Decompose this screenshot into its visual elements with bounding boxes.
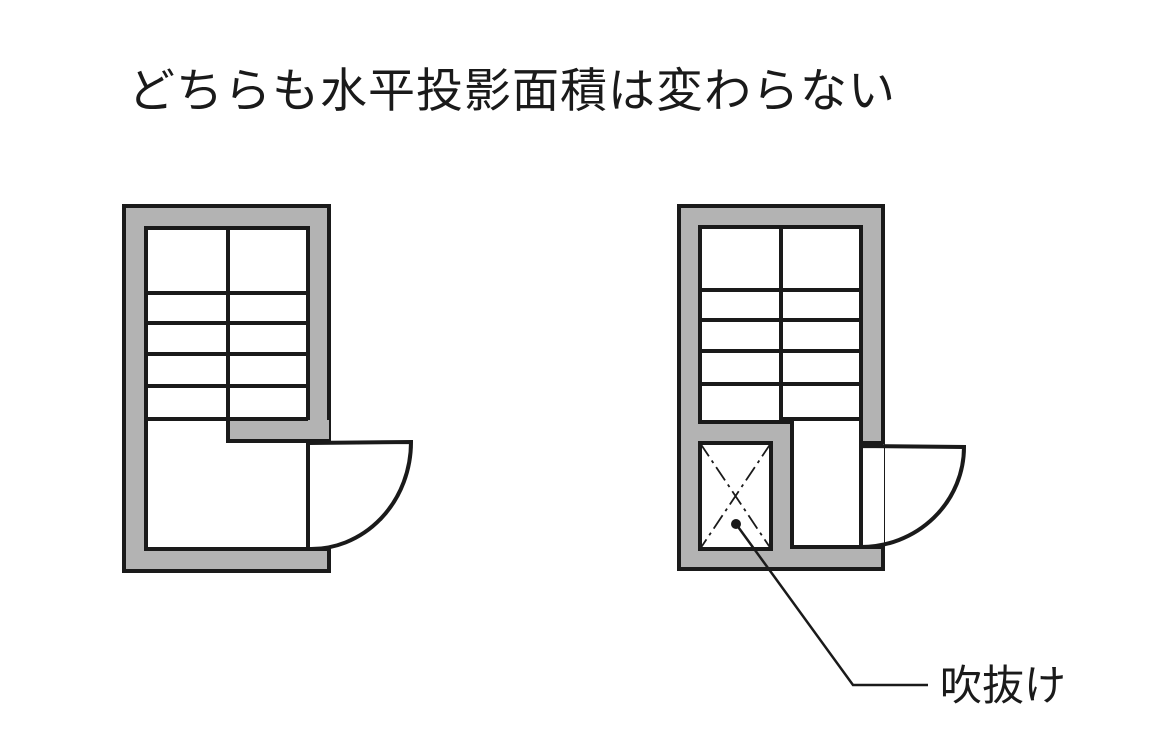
plan-right-void-cross — [699, 442, 772, 550]
void-label: 吹抜け — [940, 661, 1067, 710]
plan-right-door-swing — [859, 443, 967, 549]
plan-left-door-swing — [306, 439, 414, 552]
plan-left-door-opening — [308, 442, 332, 548]
plan-right — [677, 204, 967, 687]
plan-left-notch-edge — [226, 419, 308, 443]
plan-left-wall-notch — [229, 420, 329, 440]
callout-leader-line — [734, 523, 928, 687]
diagram-heading: どちらも水平投影面積は変わらない — [128, 64, 896, 119]
plan-right-door-opening — [862, 444, 884, 546]
plan-left — [122, 204, 414, 573]
